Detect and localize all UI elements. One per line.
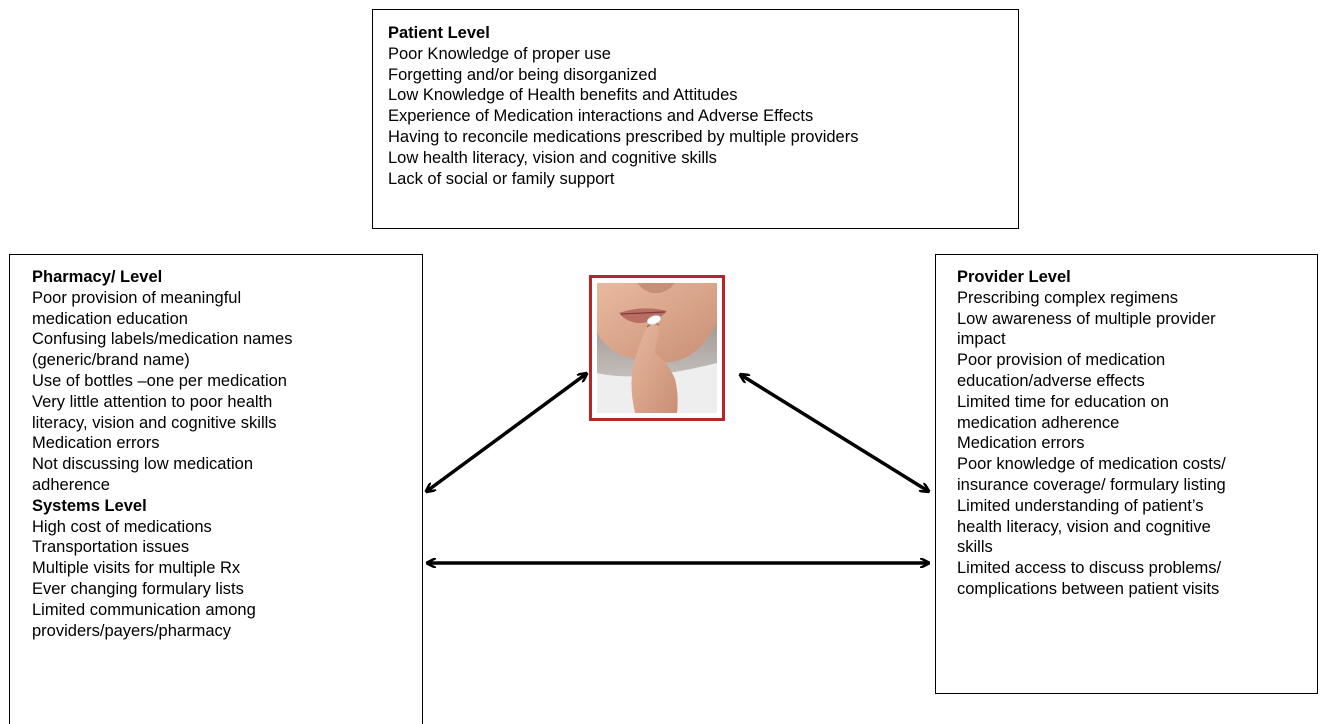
provider-level-item: Poor knowledge of medication costs/ [957, 455, 1226, 474]
provider-level-item: Medication errors [957, 434, 1085, 453]
person-taking-pill-illustration [597, 283, 717, 413]
pharmacy-level-item: Poor provision of meaningful [32, 288, 242, 307]
provider-level-box: Provider Level Prescribing complex regim… [935, 254, 1318, 694]
provider-level-heading: Provider Level [957, 268, 1071, 286]
pharmacy-level-item: (generic/brand name) [32, 351, 190, 370]
patient-level-box: Patient Level Poor Knowledge of proper u… [372, 9, 1019, 229]
pharmacy-level-item: adherence [32, 475, 110, 494]
provider-level-item: Prescribing complex regimens [957, 288, 1179, 307]
patient-level-item: Lack of social or family support [388, 169, 615, 188]
patient-photo [589, 275, 725, 421]
patient-level-item: Poor Knowledge of proper use [388, 44, 611, 63]
patient-level-item: Forgetting and/or being disorganized [388, 65, 657, 84]
pharmacy-systems-box: Pharmacy/ Level Poor provision of meanin… [9, 254, 423, 724]
provider-level-item: Limited understanding of patient’s [957, 496, 1204, 515]
provider-level-item: medication adherence [957, 413, 1120, 432]
patient-level-item: Low health literacy, vision and cognitiv… [388, 148, 717, 167]
patient-level-item: Experience of Medication interactions an… [388, 107, 814, 126]
pharmacy-level-item: medication education [32, 309, 188, 328]
provider-level-item: education/adverse effects [957, 371, 1145, 390]
pharmacy-level-item: Medication errors [32, 434, 160, 453]
systems-level-item: Transportation issues [32, 538, 190, 557]
provider-level-item: health literacy, vision and cognitive [957, 517, 1211, 536]
systems-level-item: Ever changing formulary lists [32, 579, 244, 598]
pharmacy-level-item: Use of bottles –one per medication [32, 371, 287, 390]
provider-level-item: Limited time for education on [957, 392, 1169, 411]
provider-level-item: insurance coverage/ formulary listing [957, 475, 1226, 494]
patient-level-heading: Patient Level [388, 24, 490, 42]
pharmacy-level-item: Confusing labels/medication names [32, 330, 293, 349]
systems-level-item: providers/payers/pharmacy [32, 621, 231, 640]
systems-level-item: Limited communication among [32, 600, 256, 619]
provider-level-item: impact [957, 330, 1006, 349]
provider-level-item: Low awareness of multiple provider [957, 309, 1216, 328]
provider-level-item: skills [957, 538, 993, 557]
provider-level-item: Limited access to discuss problems/ [957, 559, 1222, 578]
pharmacy-level-item: Not discussing low medication [32, 455, 254, 474]
patient-level-item: Having to reconcile medications prescrib… [388, 127, 859, 146]
provider-level-item: Poor provision of medication [957, 351, 1166, 370]
systems-level-item: High cost of medications [32, 517, 212, 536]
arrow-patient-to-provider [741, 375, 928, 491]
systems-level-item: Multiple visits for multiple Rx [32, 559, 241, 578]
arrow-pharmacy-to-patient [427, 374, 586, 491]
pharmacy-level-heading: Pharmacy/ Level [32, 268, 163, 286]
pharmacy-level-item: Very little attention to poor health [32, 392, 273, 411]
provider-level-item: complications between patient visits [957, 579, 1220, 598]
systems-level-heading: Systems Level [32, 496, 147, 515]
patient-level-item: Low Knowledge of Health benefits and Att… [388, 86, 738, 105]
pharmacy-level-item: literacy, vision and cognitive skills [32, 413, 277, 432]
